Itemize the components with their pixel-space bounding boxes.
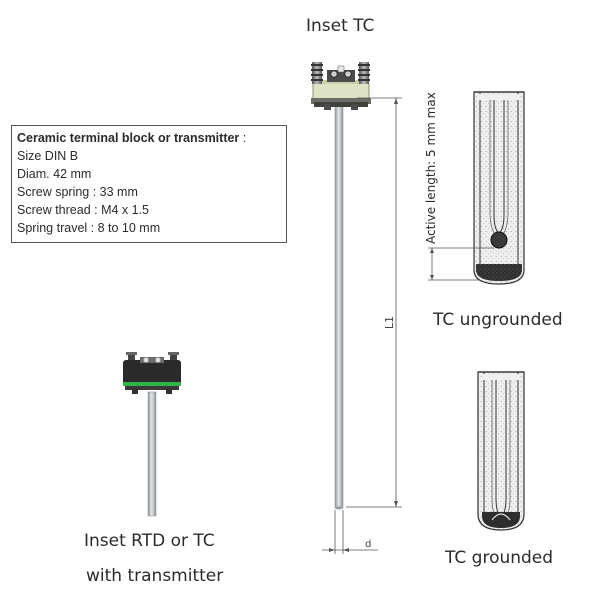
spec-line: Spring travel : 8 to 10 mm <box>17 221 161 235</box>
spec-heading: Ceramic terminal block or transmitter : <box>17 129 281 147</box>
tc-grounded-junction <box>482 512 520 528</box>
inset-rtd-green-ring <box>123 382 181 386</box>
inset-rtd-label-line1: Inset RTD or TC <box>84 531 215 551</box>
spec-line: Screw thread : M4 x 1.5 <box>17 203 150 217</box>
inset-tc-terminals <box>327 65 355 82</box>
dimension-d <box>322 510 378 554</box>
inset-tc-spring-right <box>358 62 370 84</box>
l1-label: L1 <box>383 315 397 330</box>
inset-tc-spring-left <box>311 62 323 84</box>
inset-tc-rod <box>334 105 344 509</box>
tc-ungrounded-label: TC ungrounded <box>433 310 563 330</box>
tc-ungrounded-junction <box>490 231 508 249</box>
inset-tc-assembly <box>311 62 371 510</box>
tc-grounded-cutaway <box>477 371 525 531</box>
spec-line: Size DIN B <box>17 149 79 163</box>
spec-line: Diam. 42 mm <box>17 167 92 181</box>
inset-tc-label: Inset TC <box>306 16 375 36</box>
inset-tc-base-plate <box>311 98 371 104</box>
inset-rtd-rod <box>147 391 157 517</box>
spec-title: Ceramic terminal block or transmitter <box>17 131 240 145</box>
dimension-l1 <box>346 97 402 508</box>
dimension-active-length <box>428 247 494 281</box>
inset-rtd-label-line2: with transmitter <box>86 566 224 586</box>
tc-grounded-label: TC grounded <box>445 548 554 568</box>
spec-box: Ceramic terminal block or transmitter : … <box>11 125 287 243</box>
inset-rtd-assembly <box>123 352 181 517</box>
inset-rtd-transmitter <box>123 360 181 384</box>
d-label: d <box>365 539 372 550</box>
spec-line: Screw spring : 33 mm <box>17 185 138 199</box>
spec-title-suffix: : <box>239 131 247 145</box>
inset-tc-rod-end <box>335 506 343 510</box>
tc-ungrounded-cutaway <box>473 91 525 285</box>
active-length-label: Active length: 5 mm max <box>424 92 438 244</box>
